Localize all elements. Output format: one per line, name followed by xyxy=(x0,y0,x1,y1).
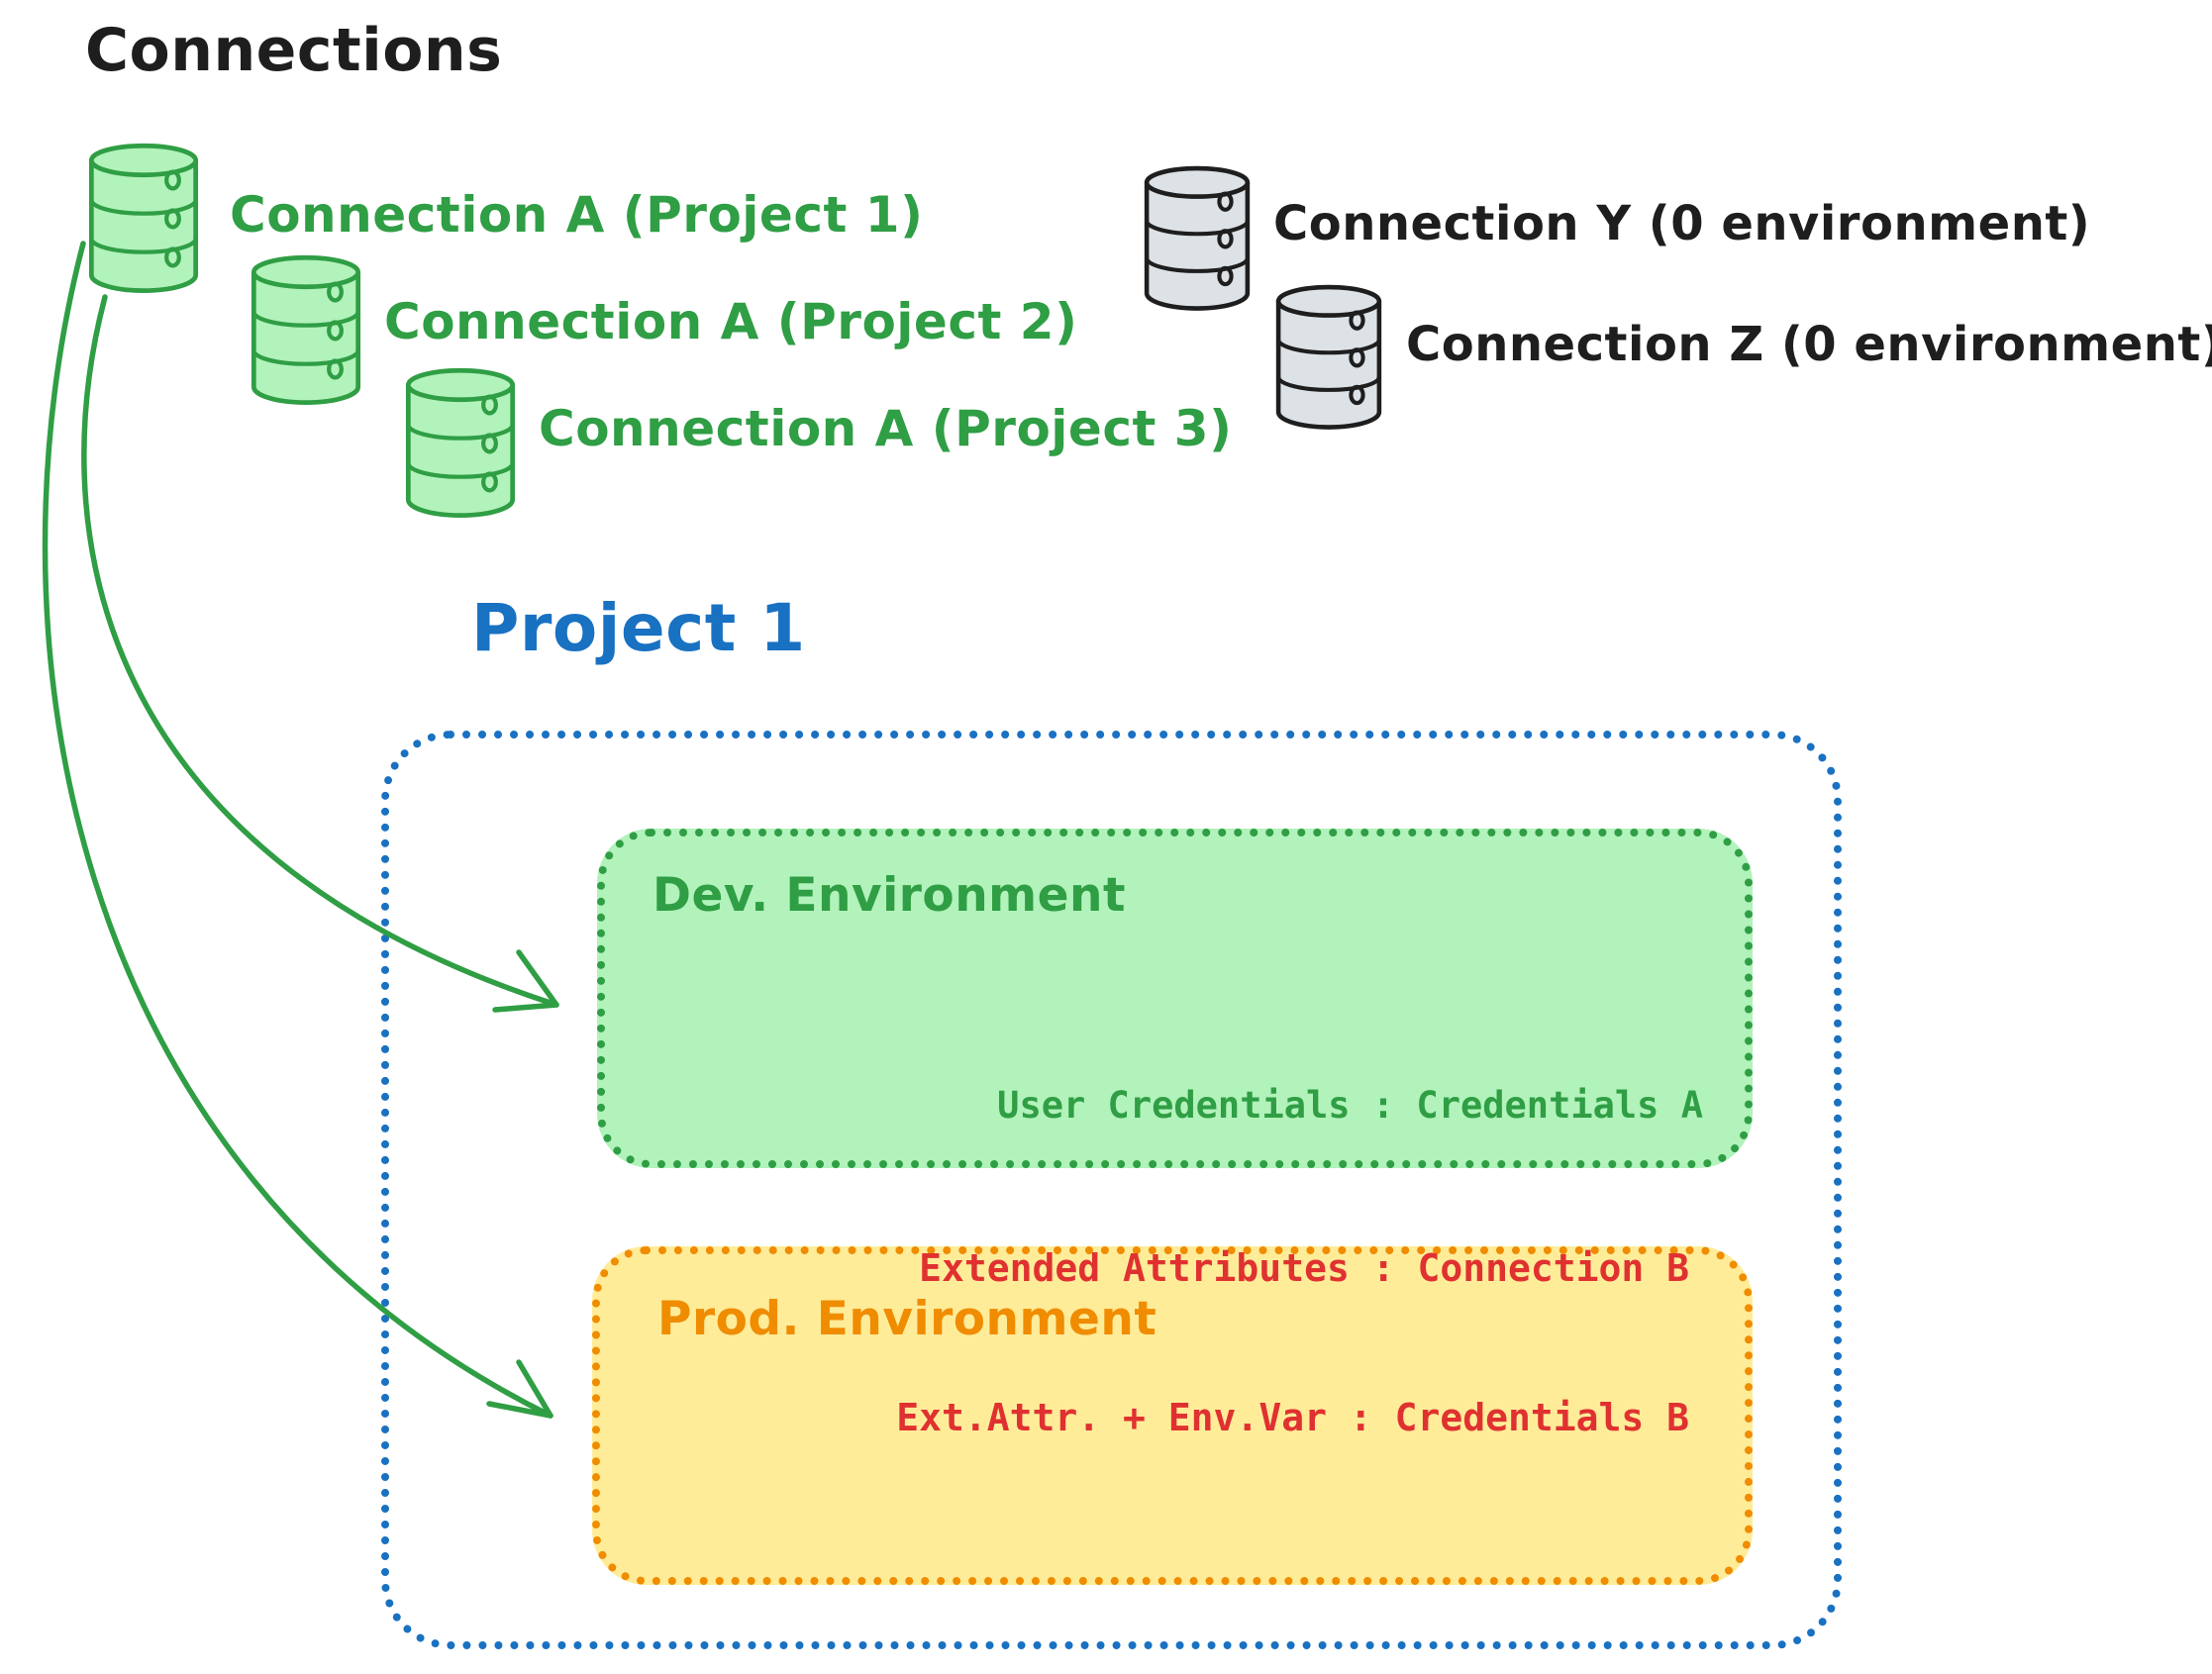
connection-a-project-1-label: Connection A (Project 1) xyxy=(230,186,924,244)
database-cylinder-icon xyxy=(85,142,202,298)
project-1-title: Project 1 xyxy=(471,590,806,666)
prod-mapping-line-1: Extended Attributes : Connection B xyxy=(919,1246,1689,1291)
database-cylinder-icon xyxy=(402,366,519,523)
connection-y-label: Connection Y (0 environment) xyxy=(1273,196,2091,251)
connection-z-label: Connection Z (0 environment) xyxy=(1406,317,2212,372)
database-cylinder-icon xyxy=(1141,164,1254,316)
prod-environment-title: Prod. Environment xyxy=(657,1292,1157,1346)
dev-environment-title: Dev. Environment xyxy=(653,868,1126,923)
connection-a-project-3-label: Connection A (Project 3) xyxy=(539,400,1233,457)
prod-environment-credentials-mapping: Extended Attributes : Connection B Ext.A… xyxy=(896,1144,1689,1541)
prod-mapping-line-2: Ext.Attr. + Env.Var : Credentials B xyxy=(896,1395,1689,1439)
database-cylinder-icon xyxy=(248,253,364,410)
page-title: Connections xyxy=(85,16,503,85)
prod-environment-box: Prod. Environment Extended Attributes : … xyxy=(592,1246,1753,1585)
dev-environment-box: Dev. Environment User Credentials : Cred… xyxy=(597,829,1753,1168)
dev-environment-credentials-mapping: User Credentials : Credentials A xyxy=(997,1084,1703,1128)
database-cylinder-icon xyxy=(1272,283,1385,435)
connection-a-project-2-label: Connection A (Project 2) xyxy=(384,293,1078,350)
